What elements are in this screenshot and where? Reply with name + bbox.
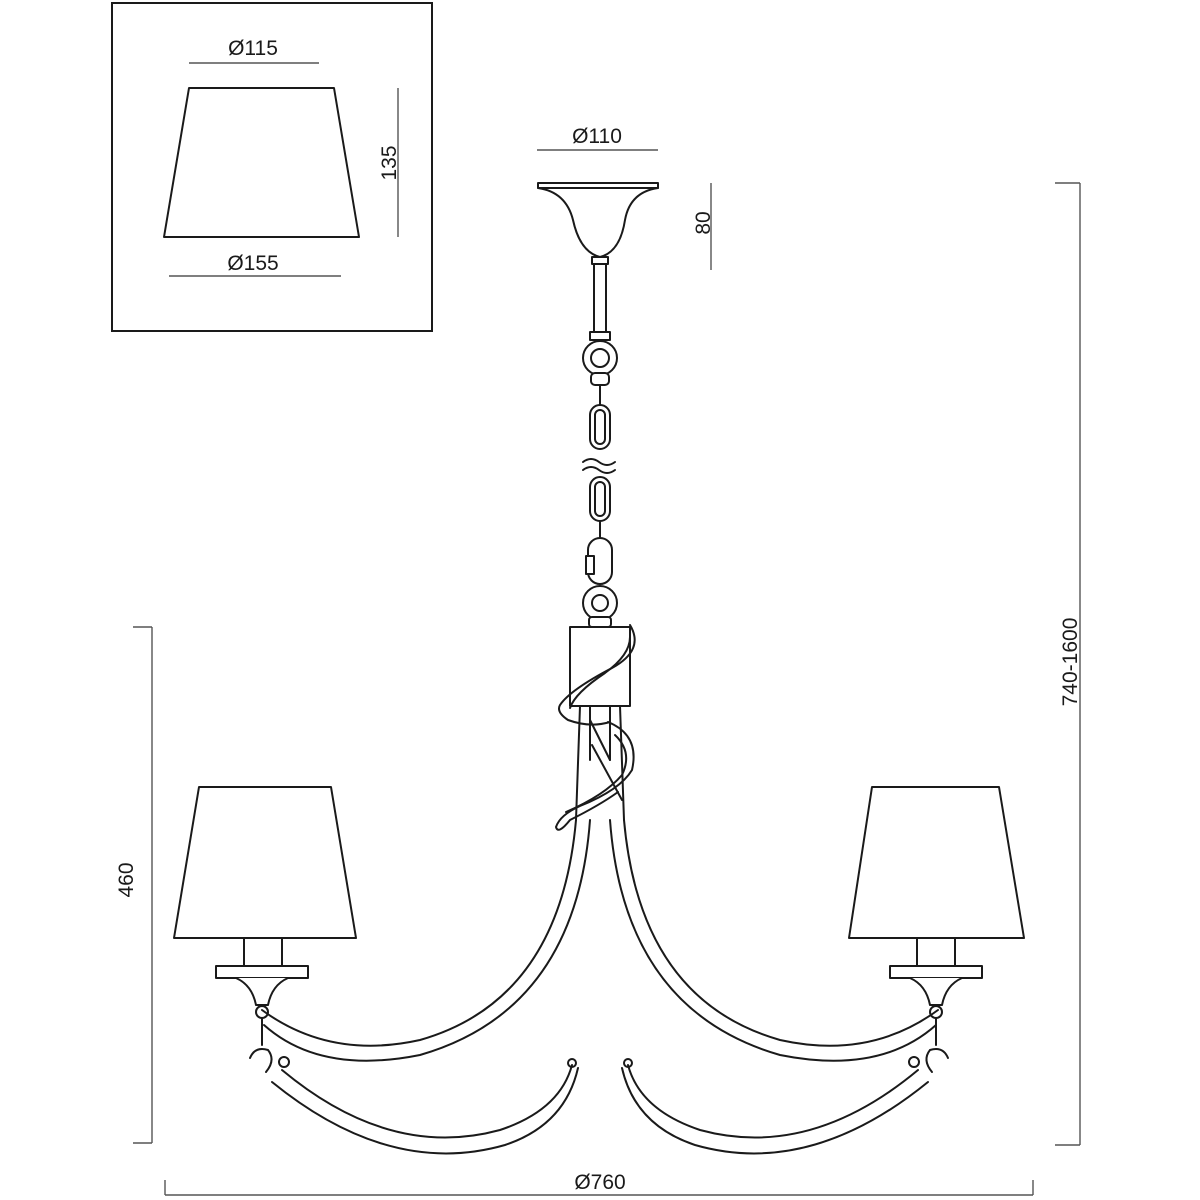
right-shade bbox=[848, 786, 1025, 939]
left-lamp bbox=[173, 786, 357, 1073]
right-lower-arc-outer bbox=[627, 1064, 919, 1139]
overall-height-label: 740-1600 bbox=[1059, 618, 1082, 707]
spiral-ribbon-upper-back bbox=[569, 636, 631, 709]
spiral-ribbon-lower-front bbox=[555, 721, 635, 831]
overall-width-label: Ø760 bbox=[574, 1171, 625, 1194]
spiral-ribbon-upper-front bbox=[558, 624, 636, 726]
right-arm-outer bbox=[623, 819, 939, 1047]
right-arm-inner bbox=[609, 819, 937, 1062]
chain-link-1 bbox=[589, 404, 611, 450]
canopy-nut bbox=[591, 256, 609, 265]
right-lower-arc-inner bbox=[621, 1067, 929, 1155]
chain-break-symbol-top bbox=[582, 458, 616, 466]
top-ring-inner bbox=[590, 348, 610, 368]
left-lower-arc-inner bbox=[271, 1067, 579, 1155]
right-crystal-drop bbox=[908, 1056, 920, 1068]
top-ring bbox=[582, 340, 618, 376]
left-arm-outer bbox=[261, 819, 577, 1047]
bottom-ring-joint bbox=[588, 616, 612, 628]
right-lower-arc-end-cap bbox=[623, 1058, 633, 1068]
right-crystal-hook bbox=[925, 1048, 949, 1073]
inset-height-label: 135 bbox=[378, 145, 401, 180]
left-crystal-hook bbox=[249, 1048, 273, 1073]
right-bobeche bbox=[889, 965, 983, 979]
stem-cross-2 bbox=[591, 744, 623, 801]
inset-top-diameter-label: Ø115 bbox=[228, 37, 278, 60]
upper-arms bbox=[261, 819, 939, 1062]
shade-detail-inset: Ø115 135 Ø155 bbox=[111, 2, 433, 332]
carabiner-screw bbox=[585, 555, 595, 575]
canopy-body bbox=[537, 182, 659, 258]
body-height-label: 460 bbox=[115, 862, 138, 897]
right-lamp bbox=[848, 786, 1025, 1073]
left-cup bbox=[235, 977, 289, 1006]
left-stem-line bbox=[575, 705, 581, 821]
rod-collar bbox=[589, 331, 611, 341]
bottom-ring-inner bbox=[591, 594, 609, 612]
left-crystal-drop bbox=[278, 1056, 290, 1068]
inset-bottom-diameter-label: Ø155 bbox=[227, 252, 278, 275]
stem-cross-1 bbox=[589, 719, 611, 761]
left-candle-sleeve bbox=[243, 937, 283, 967]
top-ring-joint bbox=[590, 372, 610, 386]
chain-break-symbol-bottom bbox=[582, 466, 616, 474]
lower-arcs bbox=[271, 1058, 929, 1155]
canopy-height-label: 80 bbox=[692, 211, 715, 234]
right-candle-sleeve bbox=[916, 937, 956, 967]
left-shade bbox=[173, 786, 357, 939]
inset-frame bbox=[111, 2, 433, 332]
inset-shade-outline bbox=[163, 87, 360, 238]
overall-dimensions: 740-1600 460 Ø760 bbox=[115, 182, 1082, 1196]
right-cup bbox=[909, 977, 963, 1006]
canopy: Ø110 80 bbox=[537, 125, 715, 270]
left-bobeche bbox=[215, 965, 309, 979]
chain-link-2 bbox=[589, 476, 611, 522]
left-lower-arc-end-cap bbox=[567, 1058, 577, 1068]
right-stem-line bbox=[619, 705, 625, 821]
left-arm-inner bbox=[263, 819, 591, 1062]
central-body bbox=[555, 624, 636, 831]
suspension-rod bbox=[593, 263, 607, 335]
bottom-ring bbox=[582, 585, 618, 621]
spiral-ribbon-lower-back bbox=[565, 734, 628, 813]
chain-link-1-inner bbox=[594, 409, 606, 445]
suspension-chain bbox=[582, 263, 618, 628]
canopy-diameter-label: Ø110 bbox=[572, 125, 622, 148]
chain-link-2-inner bbox=[594, 481, 606, 517]
left-lower-arc-outer bbox=[281, 1064, 573, 1139]
